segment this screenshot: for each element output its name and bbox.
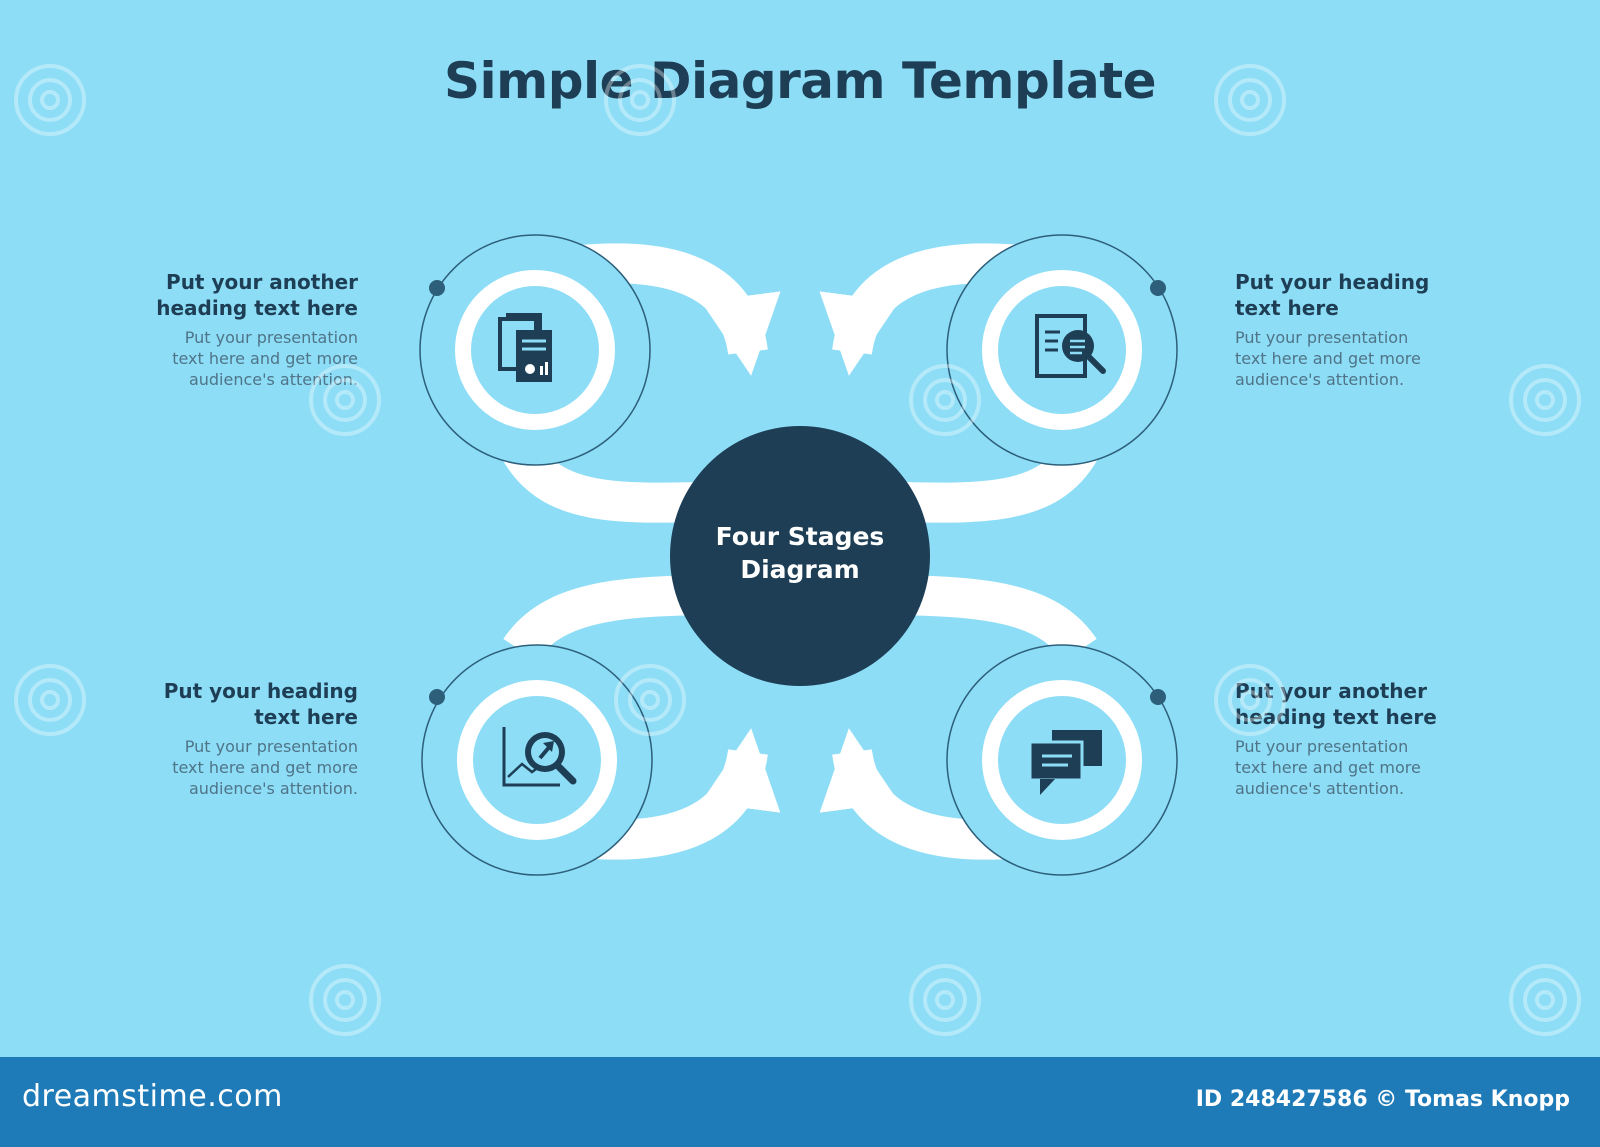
stage-3-body: Put your presentation text here and get … — [172, 737, 358, 798]
stage-2-heading: Put your heading text here — [1235, 270, 1430, 320]
stage-1-heading: Put your another heading text here — [156, 270, 358, 320]
arrow-top-left — [578, 243, 781, 376]
stage-3-dot — [429, 689, 445, 705]
stage-3-node — [421, 644, 653, 876]
stage-2-dot — [1150, 280, 1166, 296]
stage-2-body: Put your presentation text here and get … — [1235, 328, 1421, 389]
chat-bubbles-icon — [1028, 730, 1102, 795]
stage-4-heading: Put your another heading text here — [1235, 679, 1437, 729]
stage-2-text: Put your heading text here Put your pres… — [1235, 269, 1495, 390]
stage-4-dot — [1150, 689, 1166, 705]
stage-3-text: Put your heading text here Put your pres… — [98, 678, 358, 799]
image-credit: ID 248427586 © Tomas Knopp — [1195, 1087, 1570, 1112]
center-label: Four Stages Diagram — [715, 522, 885, 584]
document-search-icon — [1035, 314, 1106, 378]
stage-4-body: Put your presentation text here and get … — [1235, 737, 1421, 798]
stage-1-dot — [429, 280, 445, 296]
arrow-top-right — [819, 243, 1022, 376]
footer-bar: dreamstime.com ID 248427586 © Tomas Knop… — [0, 1057, 1600, 1147]
footer-logo[interactable]: dreamstime.com — [22, 1079, 283, 1114]
page-title: Simple Diagram Template — [443, 52, 1157, 110]
stage-1-text: Put your another heading text here Put y… — [98, 269, 358, 390]
stage-4-text: Put your another heading text here Put y… — [1235, 678, 1495, 799]
chart-analysis-icon — [502, 727, 577, 787]
document-report-icon — [498, 313, 552, 382]
center-hub — [670, 426, 930, 686]
stage-3-heading: Put your heading text here — [163, 679, 358, 729]
stage-1-node — [419, 234, 651, 466]
stage-2-node — [946, 234, 1178, 466]
stage-1-body: Put your presentation text here and get … — [172, 328, 358, 389]
stage-4-node — [946, 644, 1178, 876]
